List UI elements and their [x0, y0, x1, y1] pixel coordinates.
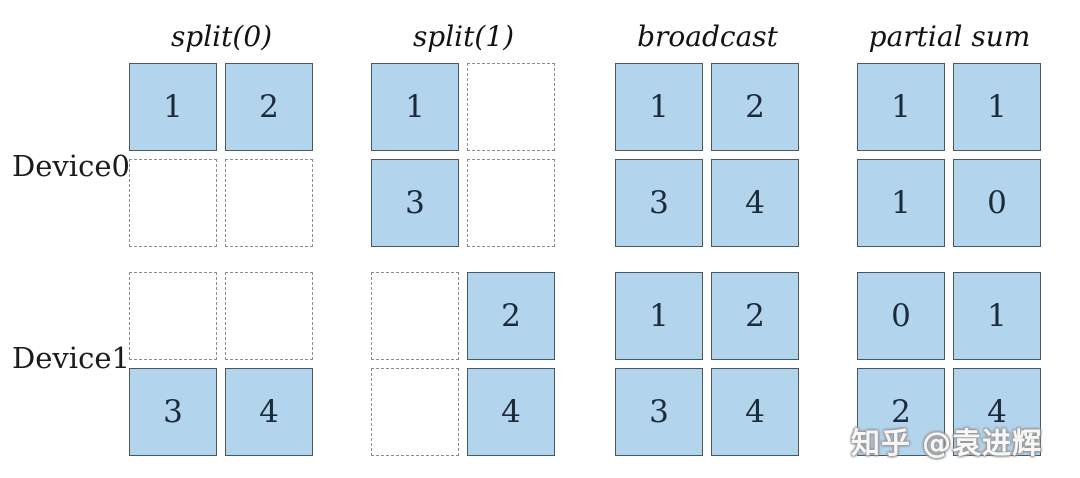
- group-split0: split(0) 1 2 3 4: [129, 0, 314, 478]
- group-split1: split(1) 1 3 2 4: [371, 0, 556, 478]
- tensor-cell: 1: [857, 63, 945, 151]
- tensor-cell: 1: [953, 272, 1041, 360]
- tensor-cell: 1: [371, 63, 459, 151]
- group-split0-device1-grid: 3 4: [129, 272, 313, 456]
- tensor-cell: 4: [953, 368, 1041, 456]
- tensor-cell: [129, 272, 217, 360]
- tensor-cell: 3: [129, 368, 217, 456]
- tensor-cell: 2: [225, 63, 313, 151]
- tensor-cell: [371, 272, 459, 360]
- tensor-cell: 2: [711, 272, 799, 360]
- tensor-cell: [467, 63, 555, 151]
- tensor-cell: [225, 159, 313, 247]
- tensor-cell: 0: [857, 272, 945, 360]
- tensor-cell: 3: [371, 159, 459, 247]
- tensor-cell: 1: [953, 63, 1041, 151]
- group-broadcast-title: broadcast: [637, 20, 778, 53]
- tensor-cell: 1: [129, 63, 217, 151]
- group-split1-title: split(1): [412, 20, 515, 53]
- tensor-cell: 3: [615, 368, 703, 456]
- device1-label: Device1: [12, 341, 130, 375]
- tensor-cell: 4: [711, 159, 799, 247]
- group-partial-sum-title: partial sum: [868, 20, 1031, 53]
- group-split1-device0-grid: 1 3: [371, 63, 555, 247]
- tensor-cell: 2: [857, 368, 945, 456]
- tensor-cell: 4: [467, 368, 555, 456]
- group-partial-sum-device1-grid: 0 1 2 4: [857, 272, 1041, 456]
- group-broadcast-device0-grid: 1 2 3 4: [615, 63, 799, 247]
- group-split0-device0-grid: 1 2: [129, 63, 313, 247]
- tensor-cell: 1: [615, 272, 703, 360]
- zhihu-watermark: 知乎 @袁进辉: [851, 426, 1043, 460]
- group-partial-sum: partial sum 1 1 1 0 0 1 2 4: [857, 0, 1042, 478]
- group-broadcast: broadcast 1 2 3 4 1 2 3 4: [615, 0, 800, 478]
- group-broadcast-device1-grid: 1 2 3 4: [615, 272, 799, 456]
- tensor-cell: 4: [225, 368, 313, 456]
- tensor-cell: [371, 368, 459, 456]
- tensor-cell: [467, 159, 555, 247]
- group-split1-device1-grid: 2 4: [371, 272, 555, 456]
- tensor-cell: 3: [615, 159, 703, 247]
- tensor-cell: 1: [857, 159, 945, 247]
- tensor-cell: 0: [953, 159, 1041, 247]
- tensor-cell: 2: [467, 272, 555, 360]
- tensor-cell: 2: [711, 63, 799, 151]
- group-partial-sum-device0-grid: 1 1 1 0: [857, 63, 1041, 247]
- tensor-cell: 1: [615, 63, 703, 151]
- group-split0-title: split(0): [170, 20, 273, 53]
- device0-label: Device0: [12, 149, 130, 183]
- tensor-cell: 4: [711, 368, 799, 456]
- tensor-cell: [225, 272, 313, 360]
- tensor-cell: [129, 159, 217, 247]
